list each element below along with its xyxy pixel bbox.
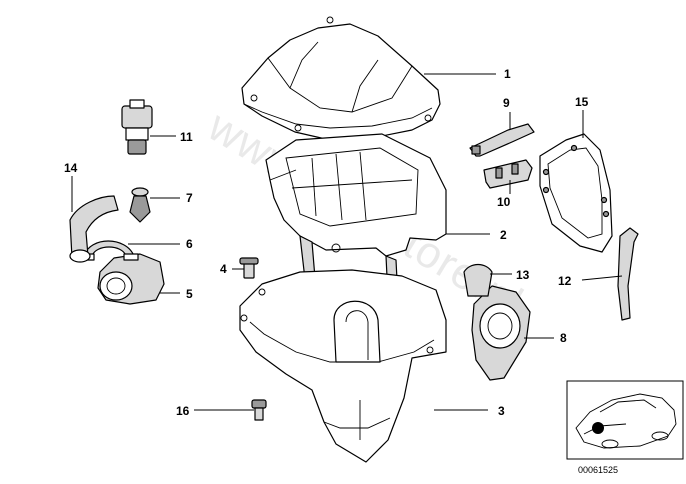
part-14-hose [69, 195, 119, 263]
part-7-rivet [129, 187, 151, 223]
part-8-intake-silencer [471, 285, 531, 381]
part-16-bolt [251, 399, 267, 421]
callout-4: 4 [220, 262, 227, 276]
callout-8: 8 [560, 331, 567, 345]
part-3-lower-housing [239, 269, 447, 463]
leader-12 [581, 275, 623, 281]
callout-14: 14 [64, 161, 78, 175]
part-10-holder [483, 159, 533, 189]
part-9-bracket [469, 123, 535, 157]
part-12-strap [617, 227, 639, 321]
callout-1: 1 [504, 67, 511, 81]
part-1-housing-cover [241, 16, 441, 141]
callout-16: 16 [176, 404, 190, 418]
part-5-intake-duct [97, 253, 165, 305]
part-15-seal [539, 133, 613, 253]
callout-11: 11 [180, 130, 193, 144]
callout-2: 2 [500, 228, 507, 242]
callout-10: 10 [497, 195, 511, 209]
callout-12: 12 [558, 274, 572, 288]
callout-13: 13 [516, 268, 530, 282]
part-4-screw [239, 257, 259, 279]
reference-number: 00061525 [578, 465, 618, 475]
part-11-sensor [121, 99, 153, 155]
location-marker [592, 422, 604, 434]
callout-15: 15 [575, 95, 589, 109]
callout-3: 3 [498, 404, 505, 418]
part-13-cap [463, 263, 493, 297]
part-2-upper-housing [265, 133, 447, 301]
car-location-inset [566, 380, 684, 460]
callout-6: 6 [186, 237, 193, 251]
callout-5: 5 [186, 287, 193, 301]
callout-7: 7 [186, 191, 193, 205]
callout-9: 9 [503, 96, 510, 110]
leader-lines [71, 73, 623, 411]
